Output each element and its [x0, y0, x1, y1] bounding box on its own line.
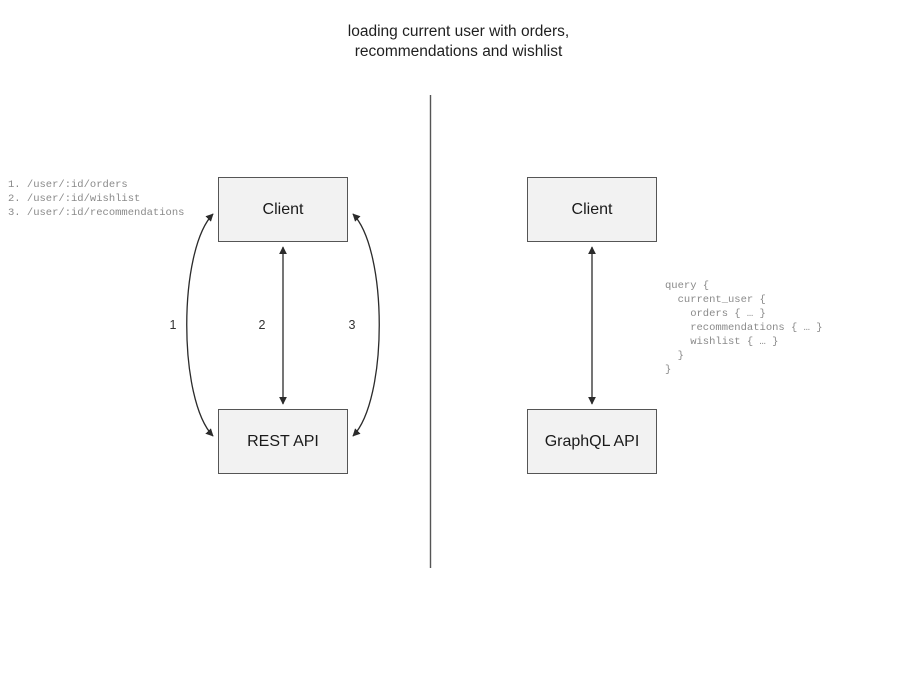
node-rest-api[interactable]: REST API	[218, 409, 348, 474]
node-client-rest[interactable]: Client	[218, 177, 348, 242]
edge-label-3: 3	[348, 318, 356, 332]
diagram-title: loading current user with orders, recomm…	[347, 23, 570, 60]
edge-label-2: 2	[258, 318, 266, 332]
node-client-graphql-label: Client	[571, 200, 613, 218]
node-graphql-api[interactable]: GraphQL API	[527, 409, 657, 474]
edge-label-1: 1	[169, 318, 177, 332]
rest-endpoints-list: 1. /user/:id/orders 2. /user/:id/wishlis…	[8, 179, 185, 219]
edge-rest-1	[186, 213, 214, 437]
node-client-graphql[interactable]: Client	[527, 177, 657, 242]
edge-rest-3	[352, 213, 380, 437]
node-rest-api-label: REST API	[247, 432, 319, 450]
node-client-rest-label: Client	[262, 200, 304, 218]
graphql-query-block: query { current_user { orders { … } reco…	[665, 280, 823, 376]
node-graphql-api-label: GraphQL API	[544, 432, 640, 450]
